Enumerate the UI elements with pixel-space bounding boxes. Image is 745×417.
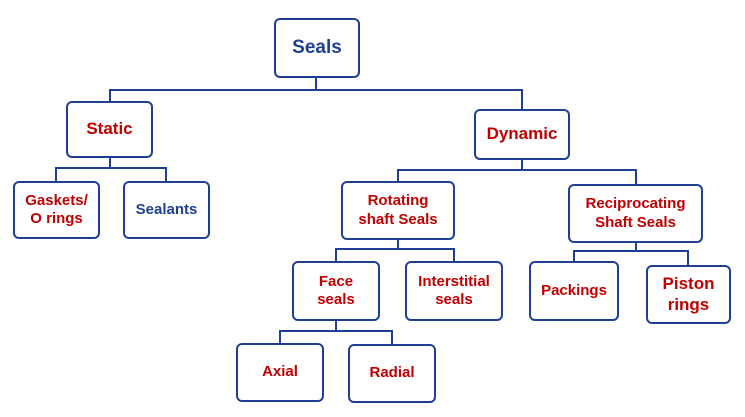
edge-rotating-children [335,248,455,261]
edge-seals-children [109,89,523,109]
edge-reciprocating-children [573,250,689,265]
node-radial: Radial [348,344,436,403]
node-packings: Packings [529,261,619,321]
node-interstitial-seals: Interstitial seals [405,261,503,321]
node-dynamic: Dynamic [474,109,570,160]
edge-dynamic-children [397,169,637,184]
node-seals: Seals [274,18,360,78]
node-axial: Axial [236,343,324,402]
node-sealants: Sealants [123,181,210,239]
edge-static-children [55,167,167,181]
node-static: Static [66,101,153,158]
node-rotating-shaft-seals: Rotating shaft Seals [341,181,455,240]
node-reciprocating-shaft-seals: Reciprocating Shaft Seals [568,184,703,243]
node-face-seals: Face seals [292,261,380,321]
node-gaskets-o-rings: Gaskets/ O rings [13,181,100,239]
node-piston-rings: Piston rings [646,265,731,324]
